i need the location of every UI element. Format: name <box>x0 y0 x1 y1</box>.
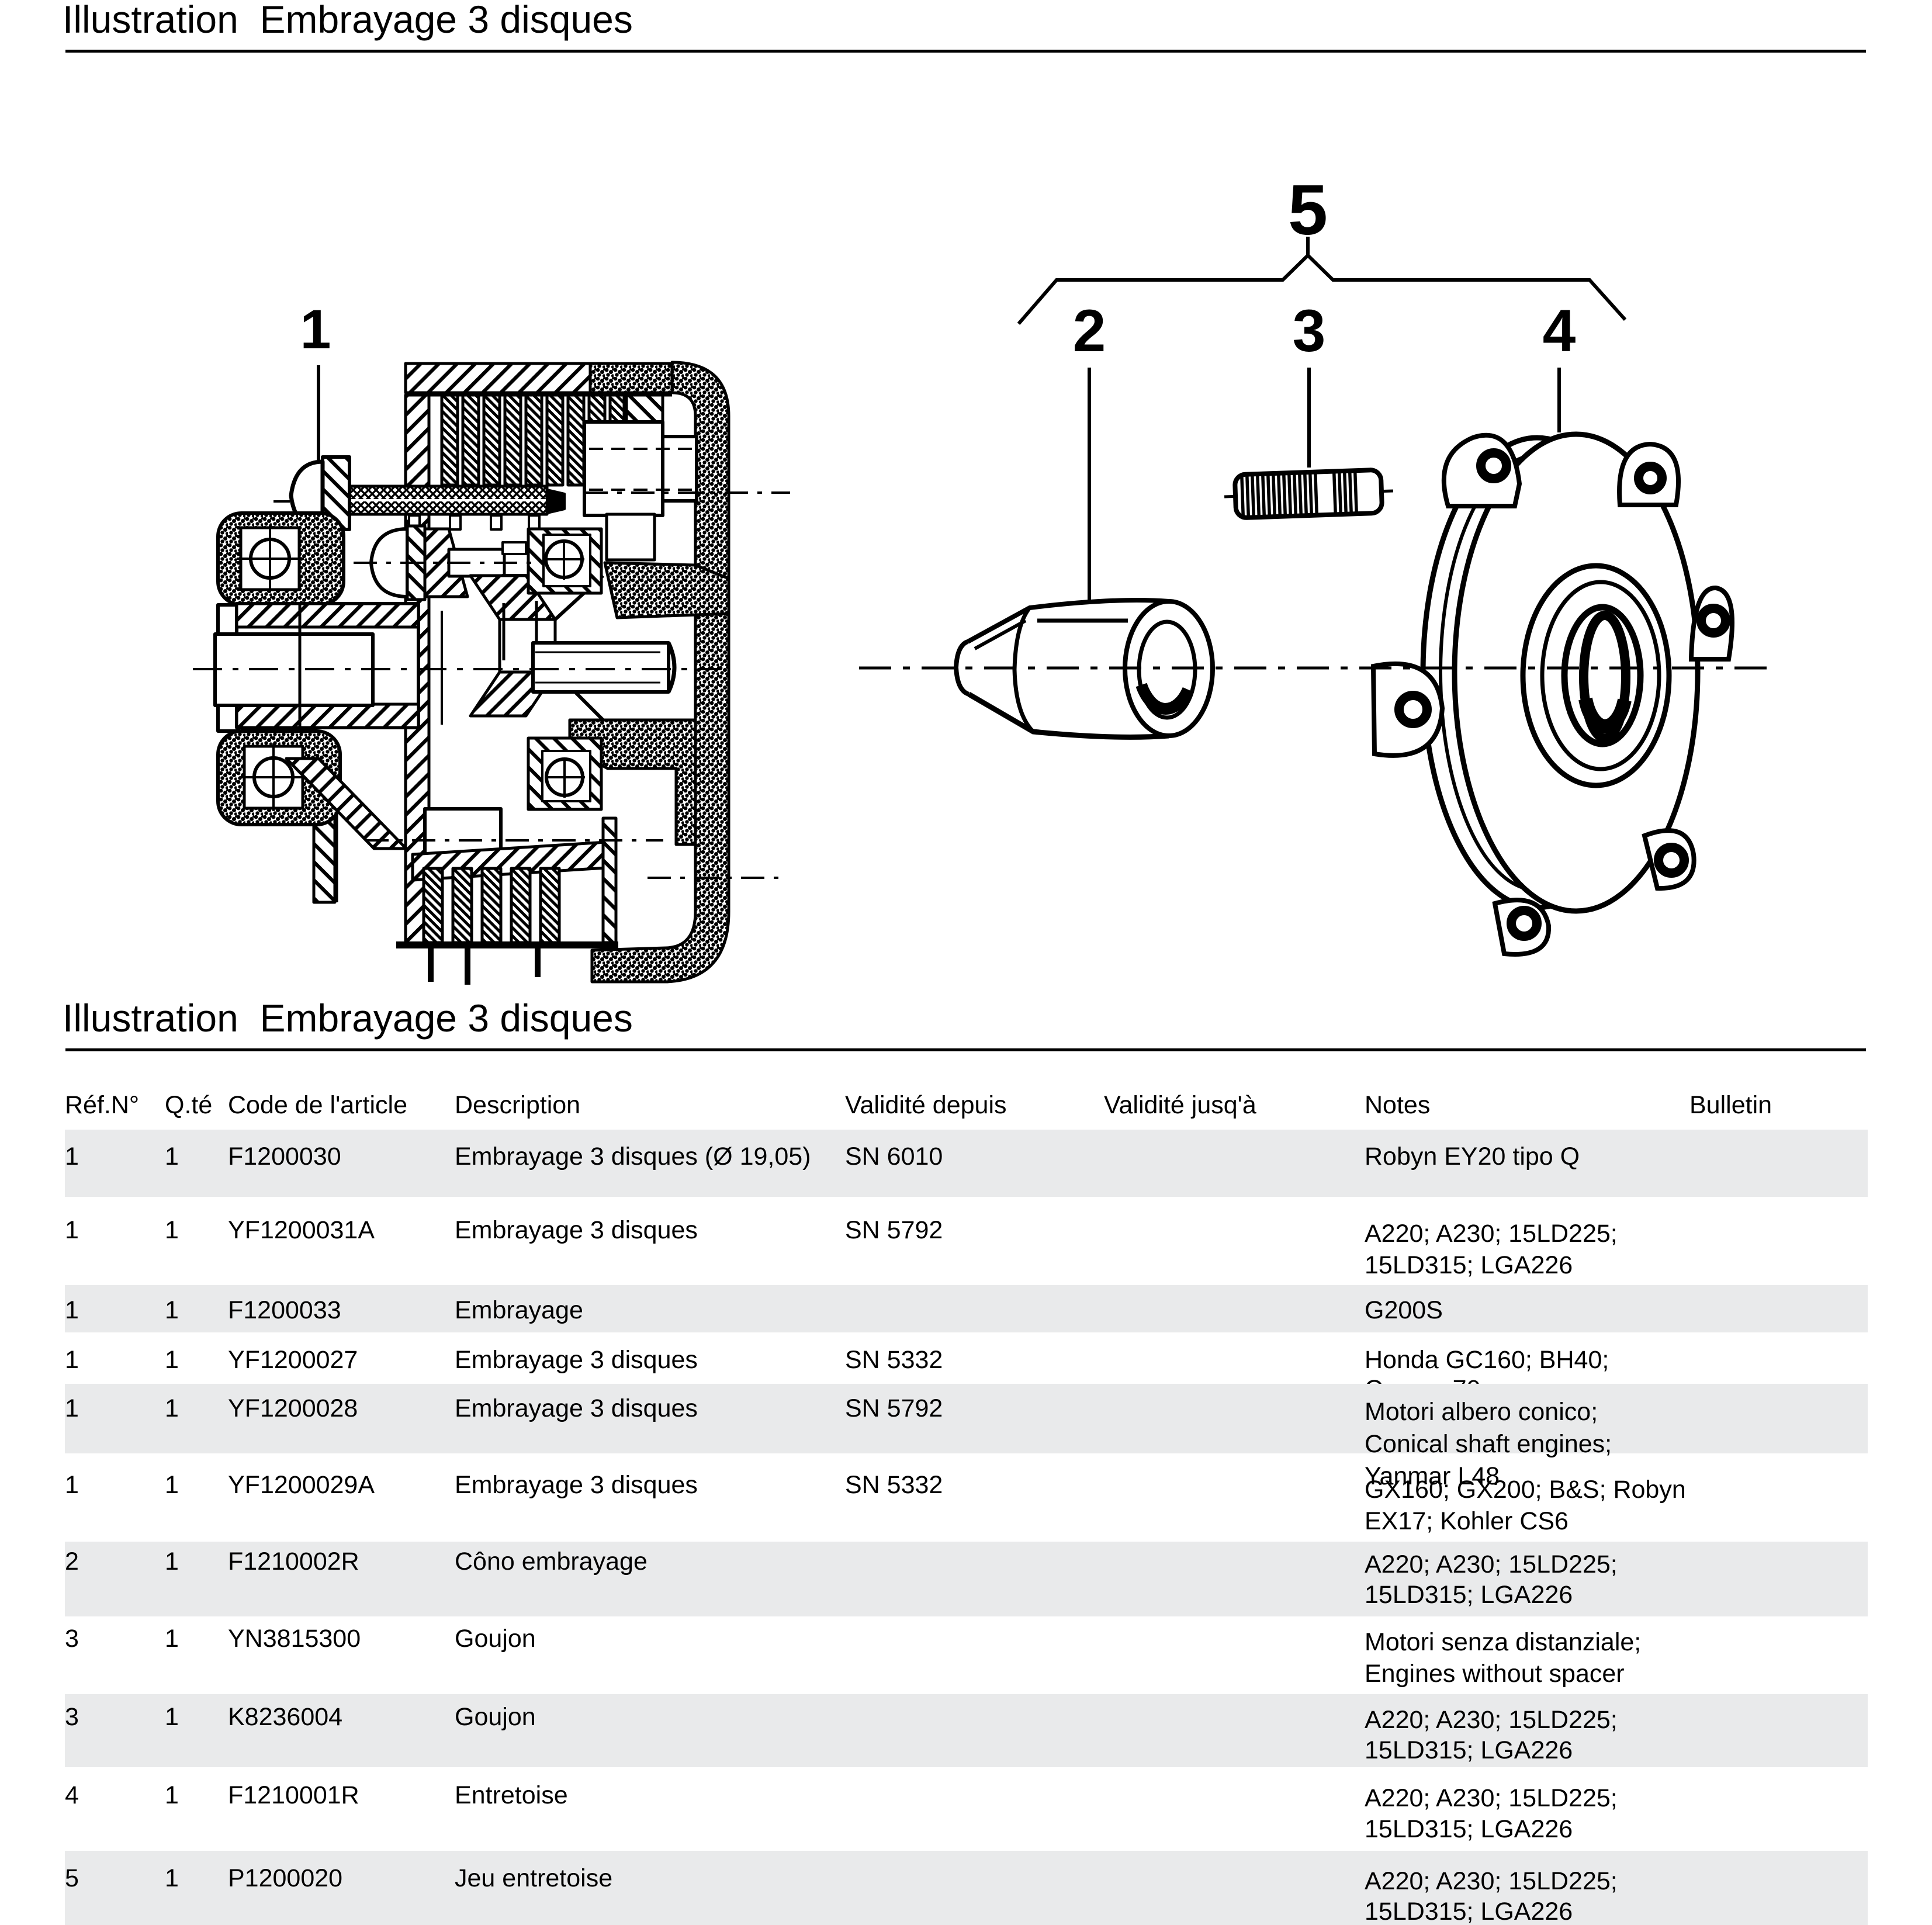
svg-text:4: 4 <box>1543 297 1576 364</box>
svg-text:3: 3 <box>1293 297 1326 364</box>
svg-text:1: 1 <box>300 299 331 361</box>
svg-text:5: 5 <box>1288 170 1328 250</box>
svg-text:2: 2 <box>1073 297 1106 364</box>
